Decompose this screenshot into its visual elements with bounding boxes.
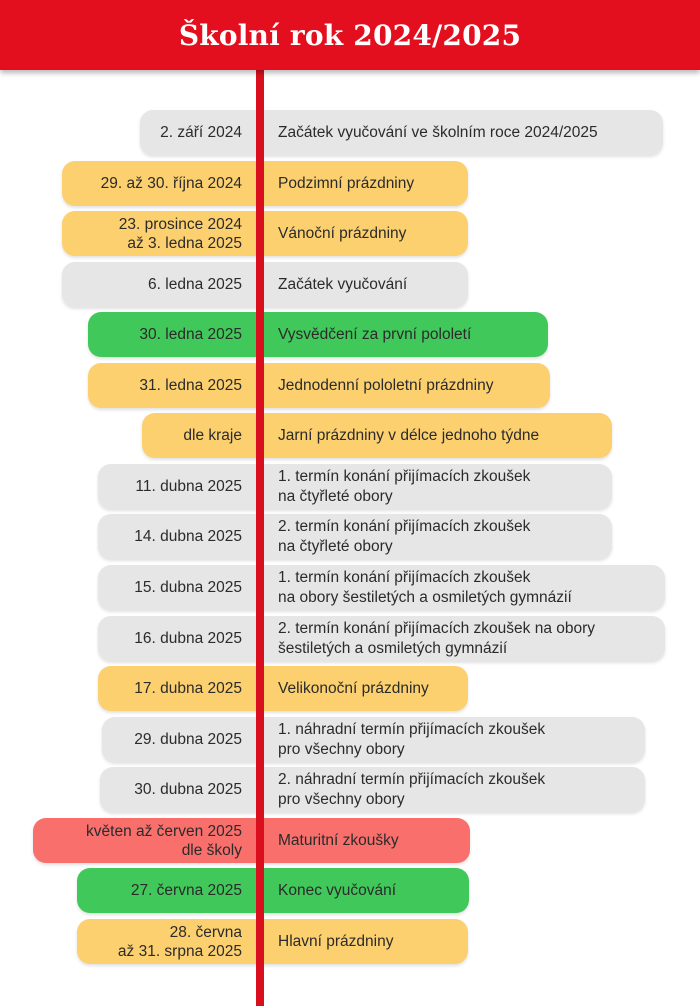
page-title: Školní rok 2024/2025: [178, 18, 522, 52]
timeline-event: 2. září 2024 Začátek vyučování ve školním…: [140, 110, 663, 155]
timeline-event: dle kraje Jarní prázdniny v délce jednoho…: [142, 413, 612, 458]
event-date-line: 6. ledna 2025: [148, 276, 242, 293]
event-date: 15. dubna 2025: [98, 565, 242, 610]
event-description-line: Maturitní zkoušky: [278, 831, 399, 849]
event-date: 17. dubna 2025: [98, 666, 242, 711]
event-description: Jarní prázdniny v délce jednoho týdne: [278, 413, 602, 458]
event-description: 2. termín konání přijímacích zkoušek na č…: [278, 514, 602, 559]
timeline-event: 11. dubna 2025 1. termín konání přijímací…: [98, 464, 612, 509]
timeline-event: 15. dubna 2025 1. termín konání přijímací…: [98, 565, 665, 610]
event-description-line: Konec vyučování: [278, 881, 397, 899]
event-description-line: Velikonoční prázdniny: [278, 679, 429, 697]
event-date-line: dle kraje: [183, 427, 242, 444]
event-description-line: na obory šestiletých a osmiletých gymnáz…: [278, 588, 572, 606]
event-description: Velikonoční prázdniny: [278, 666, 458, 711]
event-description-line: pro všechny obory: [278, 790, 405, 808]
timeline-event: 16. dubna 2025 2. termín konání přijímací…: [98, 616, 665, 661]
event-description-line: Hlavní prázdniny: [278, 932, 394, 950]
timeline-line: [256, 70, 264, 1006]
event-date-line: 30. ledna 2025: [139, 326, 242, 343]
event-description: Začátek vyučování ve školním roce 2024/2…: [278, 110, 653, 155]
event-date-line: 2. září 2024: [160, 124, 242, 141]
event-description-line: Podzimní prázdniny: [278, 174, 415, 192]
event-description: Začátek vyučování: [278, 262, 458, 307]
event-description: Maturitní zkoušky: [278, 818, 460, 863]
timeline-event: 30. ledna 2025 Vysvědčení za první polole…: [88, 312, 548, 357]
event-date-line: 31. ledna 2025: [139, 377, 242, 394]
event-description-line: Jednodenní pololetní prázdniny: [278, 376, 494, 394]
event-date: 16. dubna 2025: [98, 616, 242, 661]
event-description-line: na čtyřleté obory: [278, 537, 393, 555]
event-description: Jednodenní pololetní prázdniny: [278, 363, 540, 408]
event-date: 11. dubna 2025: [98, 464, 242, 509]
event-description-line: na čtyřleté obory: [278, 487, 393, 505]
event-date: 2. září 2024: [140, 110, 242, 155]
timeline-event: 27. června 2025 Konec vyučování: [77, 868, 469, 913]
event-description-line: 2. náhradní termín přijímacích zkoušek: [278, 770, 546, 788]
event-description-line: Vánoční prázdniny: [278, 224, 407, 242]
event-date: 30. dubna 2025: [100, 767, 242, 812]
event-date-line: 16. dubna 2025: [134, 630, 242, 647]
event-date-line: až 3. ledna 2025: [127, 234, 242, 252]
event-date-line: 23. prosince 2024: [118, 215, 242, 233]
event-date: 29. dubna 2025: [102, 717, 242, 762]
event-date: 27. června 2025: [77, 868, 242, 913]
event-date-line: 14. dubna 2025: [134, 528, 242, 545]
event-date: 30. ledna 2025: [88, 312, 242, 357]
event-description: Vysvědčení za první pololetí: [278, 312, 538, 357]
event-description-line: 1. termín konání přijímacích zkoušek: [278, 568, 531, 586]
event-description-line: 1. termín konání přijímacích zkoušek: [278, 467, 531, 485]
timeline-event: 29. dubna 2025 1. náhradní termín přijíma…: [102, 717, 645, 762]
event-date: 14. dubna 2025: [98, 514, 242, 559]
event-description-line: šestiletých a osmiletých gymnázií: [278, 639, 508, 657]
event-description-line: 1. náhradní termín přijímacích zkoušek: [278, 720, 546, 738]
event-description: 1. termín konání přijímacích zkoušek na o…: [278, 565, 655, 610]
event-description-line: Začátek vyučování ve školním roce 2024/2…: [278, 123, 598, 141]
event-description-line: Vysvědčení za první pololetí: [278, 325, 472, 343]
event-description-line: 2. termín konání přijímacích zkoušek: [278, 517, 531, 535]
event-date-line: 27. června 2025: [130, 882, 242, 899]
event-description-line: 2. termín konání přijímacích zkoušek na …: [278, 619, 596, 637]
event-date-line: 29. dubna 2025: [134, 731, 242, 748]
event-description: Hlavní prázdniny: [278, 919, 458, 964]
event-description: Podzimní prázdniny: [278, 161, 458, 206]
event-date-line: květen až červen 2025: [86, 822, 242, 840]
event-description: 2. termín konání přijímacích zkoušek na …: [278, 616, 655, 661]
event-date-line: dle školy: [181, 841, 242, 859]
event-date: 29. až 30. října 2024: [62, 161, 242, 206]
event-date-line: 30. dubna 2025: [134, 781, 242, 798]
timeline-event: 6. ledna 2025 Začátek vyučování: [62, 262, 468, 307]
event-date: dle kraje: [142, 413, 242, 458]
timeline-event: 14. dubna 2025 2. termín konání přijímací…: [98, 514, 612, 559]
event-date-line: 28. června: [169, 923, 242, 941]
event-description: 2. náhradní termín přijímacích zkoušek pr…: [278, 767, 635, 812]
event-date-line: 15. dubna 2025: [134, 579, 242, 596]
event-description-line: Jarní prázdniny v délce jednoho týdne: [278, 426, 540, 444]
timeline-event: 31. ledna 2025 Jednodenní pololetní prázd…: [88, 363, 550, 408]
event-date-line: 17. dubna 2025: [134, 680, 242, 697]
event-date-line: 29. až 30. října 2024: [100, 175, 242, 192]
timeline-event: 29. až 30. října 2024 Podzimní prázdniny: [62, 161, 468, 206]
event-description: Konec vyučování: [278, 868, 459, 913]
event-date: 31. ledna 2025: [88, 363, 242, 408]
event-description-line: pro všechny obory: [278, 740, 405, 758]
event-description: 1. náhradní termín přijímacích zkoušek pr…: [278, 717, 635, 762]
event-description: Vánoční prázdniny: [278, 211, 458, 256]
event-date-line: až 31. srpna 2025: [117, 942, 242, 960]
event-date: 6. ledna 2025: [62, 262, 242, 307]
timeline-event: 30. dubna 2025 2. náhradní termín přijíma…: [100, 767, 645, 812]
timeline-event: 17. dubna 2025 Velikonoční prázdniny: [98, 666, 468, 711]
event-description: 1. termín konání přijímacích zkoušek na č…: [278, 464, 602, 509]
event-date-line: 11. dubna 2025: [135, 478, 242, 495]
event-description-line: Začátek vyučování: [278, 275, 408, 293]
page-header: Školní rok 2024/2025: [0, 0, 700, 70]
